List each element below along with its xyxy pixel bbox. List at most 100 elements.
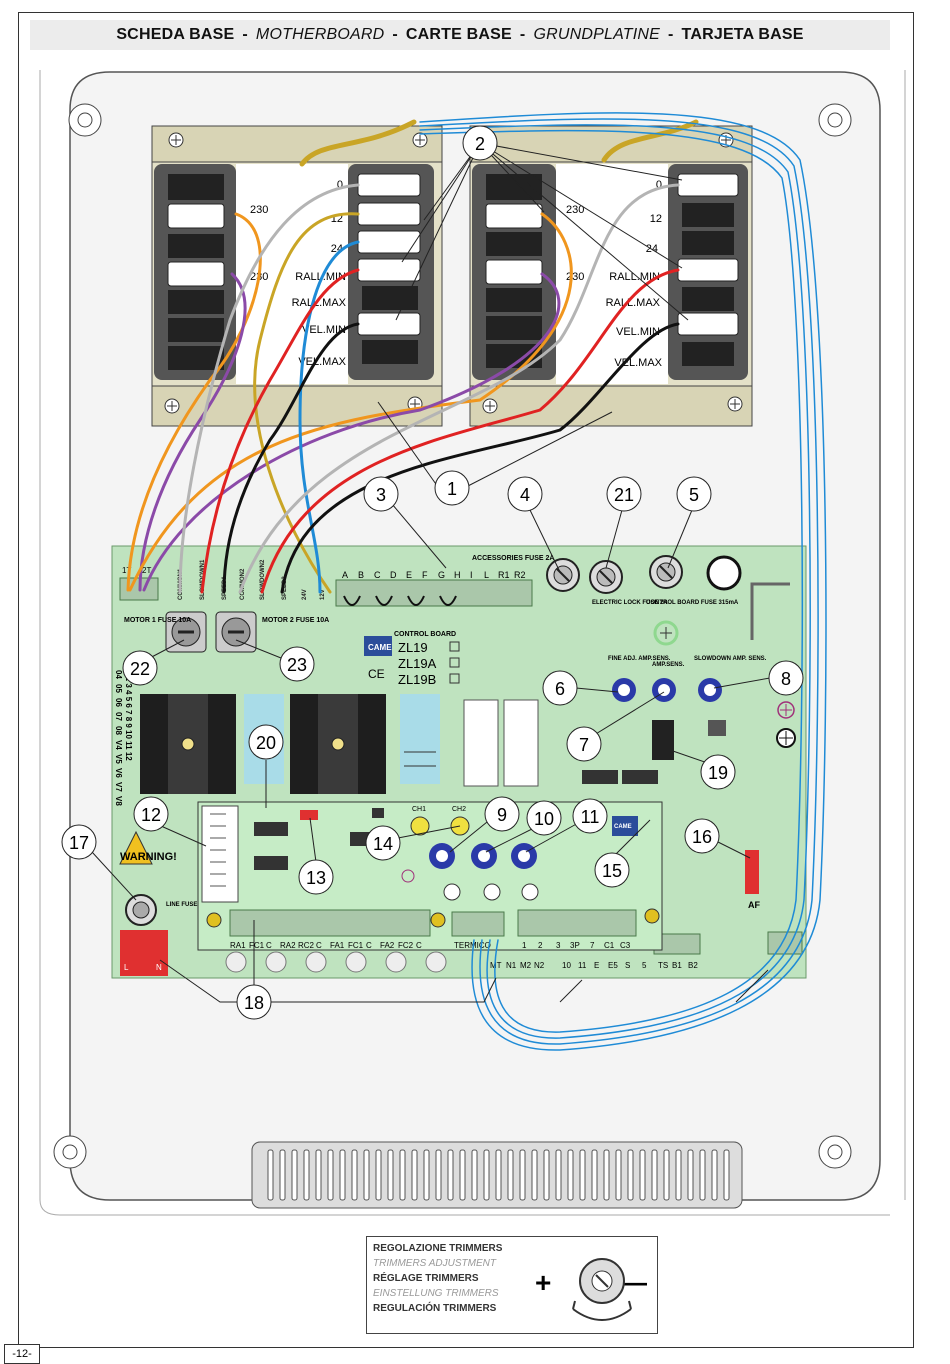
svg-text:E5: E5 bbox=[608, 961, 618, 970]
trimmers-main bbox=[612, 678, 722, 702]
svg-text:C: C bbox=[416, 941, 422, 950]
svg-text:CONTROL BOARD: CONTROL BOARD bbox=[394, 631, 456, 638]
svg-text:ZL19B: ZL19B bbox=[398, 672, 436, 687]
svg-text:7: 7 bbox=[579, 735, 589, 755]
callout-3: 3 bbox=[363, 476, 399, 512]
vent-slots bbox=[267, 1149, 730, 1201]
svg-text:22: 22 bbox=[130, 659, 150, 679]
svg-text:D: D bbox=[390, 570, 397, 580]
t1-230-a: 230 bbox=[250, 204, 268, 216]
svg-text:04: 04 bbox=[114, 670, 123, 679]
svg-text:N: N bbox=[156, 963, 162, 972]
svg-text:I: I bbox=[470, 570, 473, 580]
legend-line-fr: RÉGLAGE TRIMMERS bbox=[373, 1273, 479, 1284]
svg-text:06: 06 bbox=[114, 698, 123, 707]
svg-text:9: 9 bbox=[497, 805, 507, 825]
svg-text:SLOWDOWN AMP. SENS.: SLOWDOWN AMP. SENS. bbox=[694, 656, 767, 662]
svg-text:11: 11 bbox=[581, 807, 600, 827]
svg-text:10: 10 bbox=[534, 809, 554, 829]
svg-text:3P: 3P bbox=[570, 941, 580, 950]
svg-text:08: 08 bbox=[114, 726, 123, 735]
page-header: SCHEDA BASE - MOTHERBOARD - CARTE BASE -… bbox=[30, 20, 890, 50]
svg-text:21: 21 bbox=[614, 485, 634, 505]
svg-text:MT: MT bbox=[490, 961, 502, 970]
legend-plus: + bbox=[535, 1267, 552, 1298]
svg-text:N1: N1 bbox=[506, 961, 517, 970]
page-border bbox=[18, 12, 914, 1348]
svg-text:VEL.MAX: VEL.MAX bbox=[298, 356, 346, 368]
warning-label: WARNING! bbox=[120, 851, 177, 863]
svg-text:SLOWDOWN2: SLOWDOWN2 bbox=[260, 559, 266, 600]
motor-fuses bbox=[165, 611, 257, 653]
svg-text:E: E bbox=[594, 961, 599, 970]
svg-text:RALL.MAX: RALL.MAX bbox=[606, 297, 661, 309]
svg-text:FINE ADJ. AMP.SENS.: FINE ADJ. AMP.SENS. bbox=[608, 656, 671, 662]
svg-text:H: H bbox=[454, 570, 461, 580]
svg-text:B2: B2 bbox=[688, 961, 698, 970]
svg-text:24V: 24V bbox=[302, 589, 308, 600]
svg-text:2: 2 bbox=[538, 941, 543, 950]
header-es: TARJETA BASE bbox=[681, 26, 804, 43]
svg-text:5: 5 bbox=[642, 961, 647, 970]
svg-text:8: 8 bbox=[781, 669, 791, 689]
page-number: -12- bbox=[4, 1344, 40, 1364]
svg-text:05: 05 bbox=[114, 684, 123, 693]
legend-line-es: REGULACIÓN TRIMMERS bbox=[373, 1303, 497, 1314]
callout-7: 7 bbox=[566, 726, 602, 762]
svg-text:CH2: CH2 bbox=[452, 806, 466, 813]
callout-13: 13 bbox=[298, 859, 334, 895]
svg-text:CH1: CH1 bbox=[412, 806, 426, 813]
svg-text:C: C bbox=[366, 941, 372, 950]
svg-text:1: 1 bbox=[447, 479, 457, 499]
svg-text:V7: V7 bbox=[114, 782, 123, 792]
svg-text:FA1: FA1 bbox=[330, 941, 345, 950]
svg-text:V4: V4 bbox=[114, 740, 123, 750]
callout-16: 16 bbox=[684, 818, 720, 854]
callout-15: 15 bbox=[594, 852, 630, 888]
transformer-1: 230 230 0 12 24 RALL.MIN RALL.MAX VEL.MI… bbox=[151, 125, 443, 427]
svg-text:3: 3 bbox=[376, 485, 386, 505]
electric-lock-fuse-label: ELECTRIC LOCK FUSE 2A bbox=[592, 600, 668, 606]
svg-text:E: E bbox=[406, 570, 412, 580]
svg-text:17: 17 bbox=[69, 833, 89, 853]
svg-text:1: 1 bbox=[522, 941, 527, 950]
svg-text:M2: M2 bbox=[520, 961, 532, 970]
svg-text:RALL.MAX: RALL.MAX bbox=[292, 297, 347, 309]
svg-text:1 2 3 4 5 6 7 8 9 10 11 12: 1 2 3 4 5 6 7 8 9 10 11 12 bbox=[124, 670, 133, 761]
svg-text:5: 5 bbox=[689, 485, 699, 505]
svg-text:10: 10 bbox=[562, 961, 571, 970]
svg-text:V6: V6 bbox=[114, 768, 123, 778]
header-fr: CARTE BASE bbox=[405, 26, 512, 43]
svg-text:V8: V8 bbox=[114, 796, 123, 806]
svg-text:SPEED2: SPEED2 bbox=[282, 576, 288, 600]
svg-text:15: 15 bbox=[602, 861, 622, 881]
callout-20: 20 bbox=[248, 724, 284, 760]
callout-21: 21 bbox=[606, 476, 642, 512]
svg-text:6: 6 bbox=[555, 679, 565, 699]
svg-text:V5: V5 bbox=[114, 754, 123, 764]
svg-text:C3: C3 bbox=[620, 941, 631, 950]
svg-text:20: 20 bbox=[256, 733, 276, 753]
svg-text:07: 07 bbox=[114, 712, 123, 721]
svg-text:R1: R1 bbox=[498, 570, 510, 580]
svg-text:G: G bbox=[438, 570, 445, 580]
svg-text:12: 12 bbox=[650, 213, 662, 225]
svg-text:FC1: FC1 bbox=[348, 941, 364, 950]
callout-9: 9 bbox=[484, 796, 520, 832]
callout-14: 14 bbox=[365, 825, 401, 861]
svg-text:CAME: CAME bbox=[614, 824, 632, 830]
callout-19: 19 bbox=[700, 754, 736, 790]
svg-text:16: 16 bbox=[692, 827, 712, 847]
svg-text:B1: B1 bbox=[672, 961, 682, 970]
trimmer-dial-icon bbox=[572, 1258, 632, 1321]
callout-4: 4 bbox=[507, 476, 543, 512]
header-it: SCHEDA BASE bbox=[116, 26, 235, 43]
svg-text:18: 18 bbox=[244, 993, 264, 1013]
svg-text:11: 11 bbox=[578, 961, 587, 970]
svg-text:S: S bbox=[625, 961, 630, 970]
svg-text:VEL.MIN: VEL.MIN bbox=[302, 324, 346, 336]
svg-text:230: 230 bbox=[566, 204, 584, 216]
svg-text:TERMICO: TERMICO bbox=[454, 941, 491, 950]
svg-text:3: 3 bbox=[556, 941, 561, 950]
svg-text:13: 13 bbox=[306, 868, 326, 888]
